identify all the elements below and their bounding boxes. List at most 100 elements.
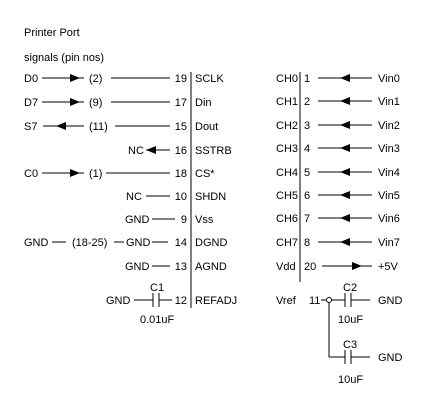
arrow-left-icon: [340, 97, 350, 105]
gnd-port: GND: [24, 237, 49, 249]
channel-name: CH2: [276, 120, 298, 132]
pin-number-15: 15: [175, 121, 187, 133]
channel-pin-number: 3: [304, 120, 310, 132]
pin-number-20: 20: [304, 261, 316, 273]
channel-name: CH7: [276, 237, 298, 249]
pin-number-12: 12: [175, 295, 187, 307]
channel-name: CH3: [276, 143, 298, 155]
pin-name-vdd: Vdd: [276, 261, 296, 273]
capacitor-c3-icon: [344, 350, 352, 364]
channel-input: Vin2: [378, 120, 400, 132]
pin-name-refadj: REFADJ: [195, 295, 237, 307]
row-sstrb: NC 16 SSTRB: [128, 145, 232, 157]
pin-number-9: 9: [181, 214, 187, 226]
gnd-c3: GND: [378, 352, 403, 364]
channel-pin-number: 4: [304, 143, 310, 155]
arrow-left-icon: [146, 146, 156, 154]
channel-pin-number: 1: [304, 73, 310, 85]
pin-number-17: 17: [175, 97, 187, 109]
signal-c0: C0: [24, 168, 38, 180]
label-c2: C2: [343, 282, 357, 294]
label-c1: C1: [150, 282, 164, 294]
channel-name: CH5: [276, 190, 298, 202]
arrow-left-icon: [340, 238, 350, 246]
row-refadj: GND C1 0.01uF 12 REFADJ: [106, 282, 237, 326]
channel-pin-number: 6: [304, 190, 310, 202]
row-dout: S7 (11) 15 Dout: [24, 121, 218, 133]
signal-s7: S7: [24, 121, 37, 133]
pin-d0: (2): [89, 73, 102, 85]
channel-name: CH6: [276, 213, 298, 225]
pin-name-agnd: AGND: [195, 261, 227, 273]
channel-input: Vin6: [378, 213, 400, 225]
channel-name: CH4: [276, 167, 298, 179]
nc-sstrb: NC: [128, 145, 144, 157]
arrow-right-icon: [70, 98, 80, 106]
junction-icon: [326, 297, 332, 303]
channel-pin-number: 2: [304, 96, 310, 108]
arrow-left-icon: [340, 144, 350, 152]
gnd-vss: GND: [125, 214, 150, 226]
channel-input: Vin3: [378, 143, 400, 155]
gnd-dgnd: GND: [126, 237, 151, 249]
channel-input: Vin7: [378, 237, 400, 249]
channel-input: Vin5: [378, 190, 400, 202]
channel-input: Vin0: [378, 73, 400, 85]
pin-name-sclk: SCLK: [195, 73, 224, 85]
row-vref: Vref 11 C2 GND 10uF C3 GND 10uF: [276, 282, 403, 386]
arrow-left-icon: [340, 191, 350, 199]
arrow-left-icon: [340, 168, 350, 176]
pin-name-shdn: SHDN: [195, 191, 226, 203]
capacitor-c2-icon: [344, 293, 352, 307]
row-vdd: Vdd 20 +5V: [276, 261, 399, 273]
channel-name: CH1: [276, 96, 298, 108]
pin-number-16: 16: [175, 145, 187, 157]
channel-name: CH0: [276, 73, 298, 85]
row-vss: GND 9 Vss: [125, 214, 214, 226]
pin-d7: (9): [89, 97, 102, 109]
pin-name-din: Din: [195, 97, 212, 109]
gnd-range: (18-25): [72, 237, 107, 249]
pin-c0: (1): [89, 168, 102, 180]
row-sclk: D0 (2) 19 SCLK: [24, 73, 224, 85]
row-cs: C0 (1) 18 CS*: [24, 168, 215, 180]
pin-name-dgnd: DGND: [195, 237, 227, 249]
pin-number-13: 13: [175, 261, 187, 273]
pin-number-14: 14: [175, 237, 187, 249]
pin-number-10: 10: [175, 191, 187, 203]
gnd-refadj: GND: [106, 295, 131, 307]
pin-name-dout: Dout: [195, 121, 218, 133]
value-c2: 10uF: [338, 314, 363, 326]
row-channel: CH7 8 Vin7: [276, 237, 400, 249]
row-agnd: GND 13 AGND: [125, 261, 227, 273]
row-channel: CH3 4 Vin3: [276, 143, 400, 155]
row-din: D7 (9) 17 Din: [24, 97, 212, 109]
arrow-left-icon: [340, 74, 350, 82]
arrow-right-icon: [70, 74, 80, 82]
row-channel: CH2 3 Vin2: [276, 120, 400, 132]
pin-number-18: 18: [175, 168, 187, 180]
gnd-c2: GND: [378, 295, 403, 307]
arrow-right-icon: [70, 169, 80, 177]
row-channel: CH6 7 Vin6: [276, 213, 400, 225]
pin-name-vss: Vss: [195, 214, 214, 226]
pin-name-vref: Vref: [276, 295, 297, 307]
capacitor-c1-icon: [152, 293, 160, 307]
pin-name-cs: CS*: [195, 168, 215, 180]
pin-number-19: 19: [175, 73, 187, 85]
pin-name-sstrb: SSTRB: [195, 145, 232, 157]
arrow-left-icon: [340, 121, 350, 129]
title-line-2: signals (pin nos): [24, 52, 104, 64]
row-shdn: NC 10 SHDN: [126, 191, 226, 203]
channel-pin-number: 7: [304, 213, 310, 225]
gnd-agnd: GND: [125, 261, 150, 273]
title-line-1: Printer Port: [24, 27, 80, 39]
row-dgnd: GND (18-25) GND 14 DGND: [24, 237, 227, 249]
signal-d0: D0: [24, 73, 38, 85]
channel-pin-number: 8: [304, 237, 310, 249]
